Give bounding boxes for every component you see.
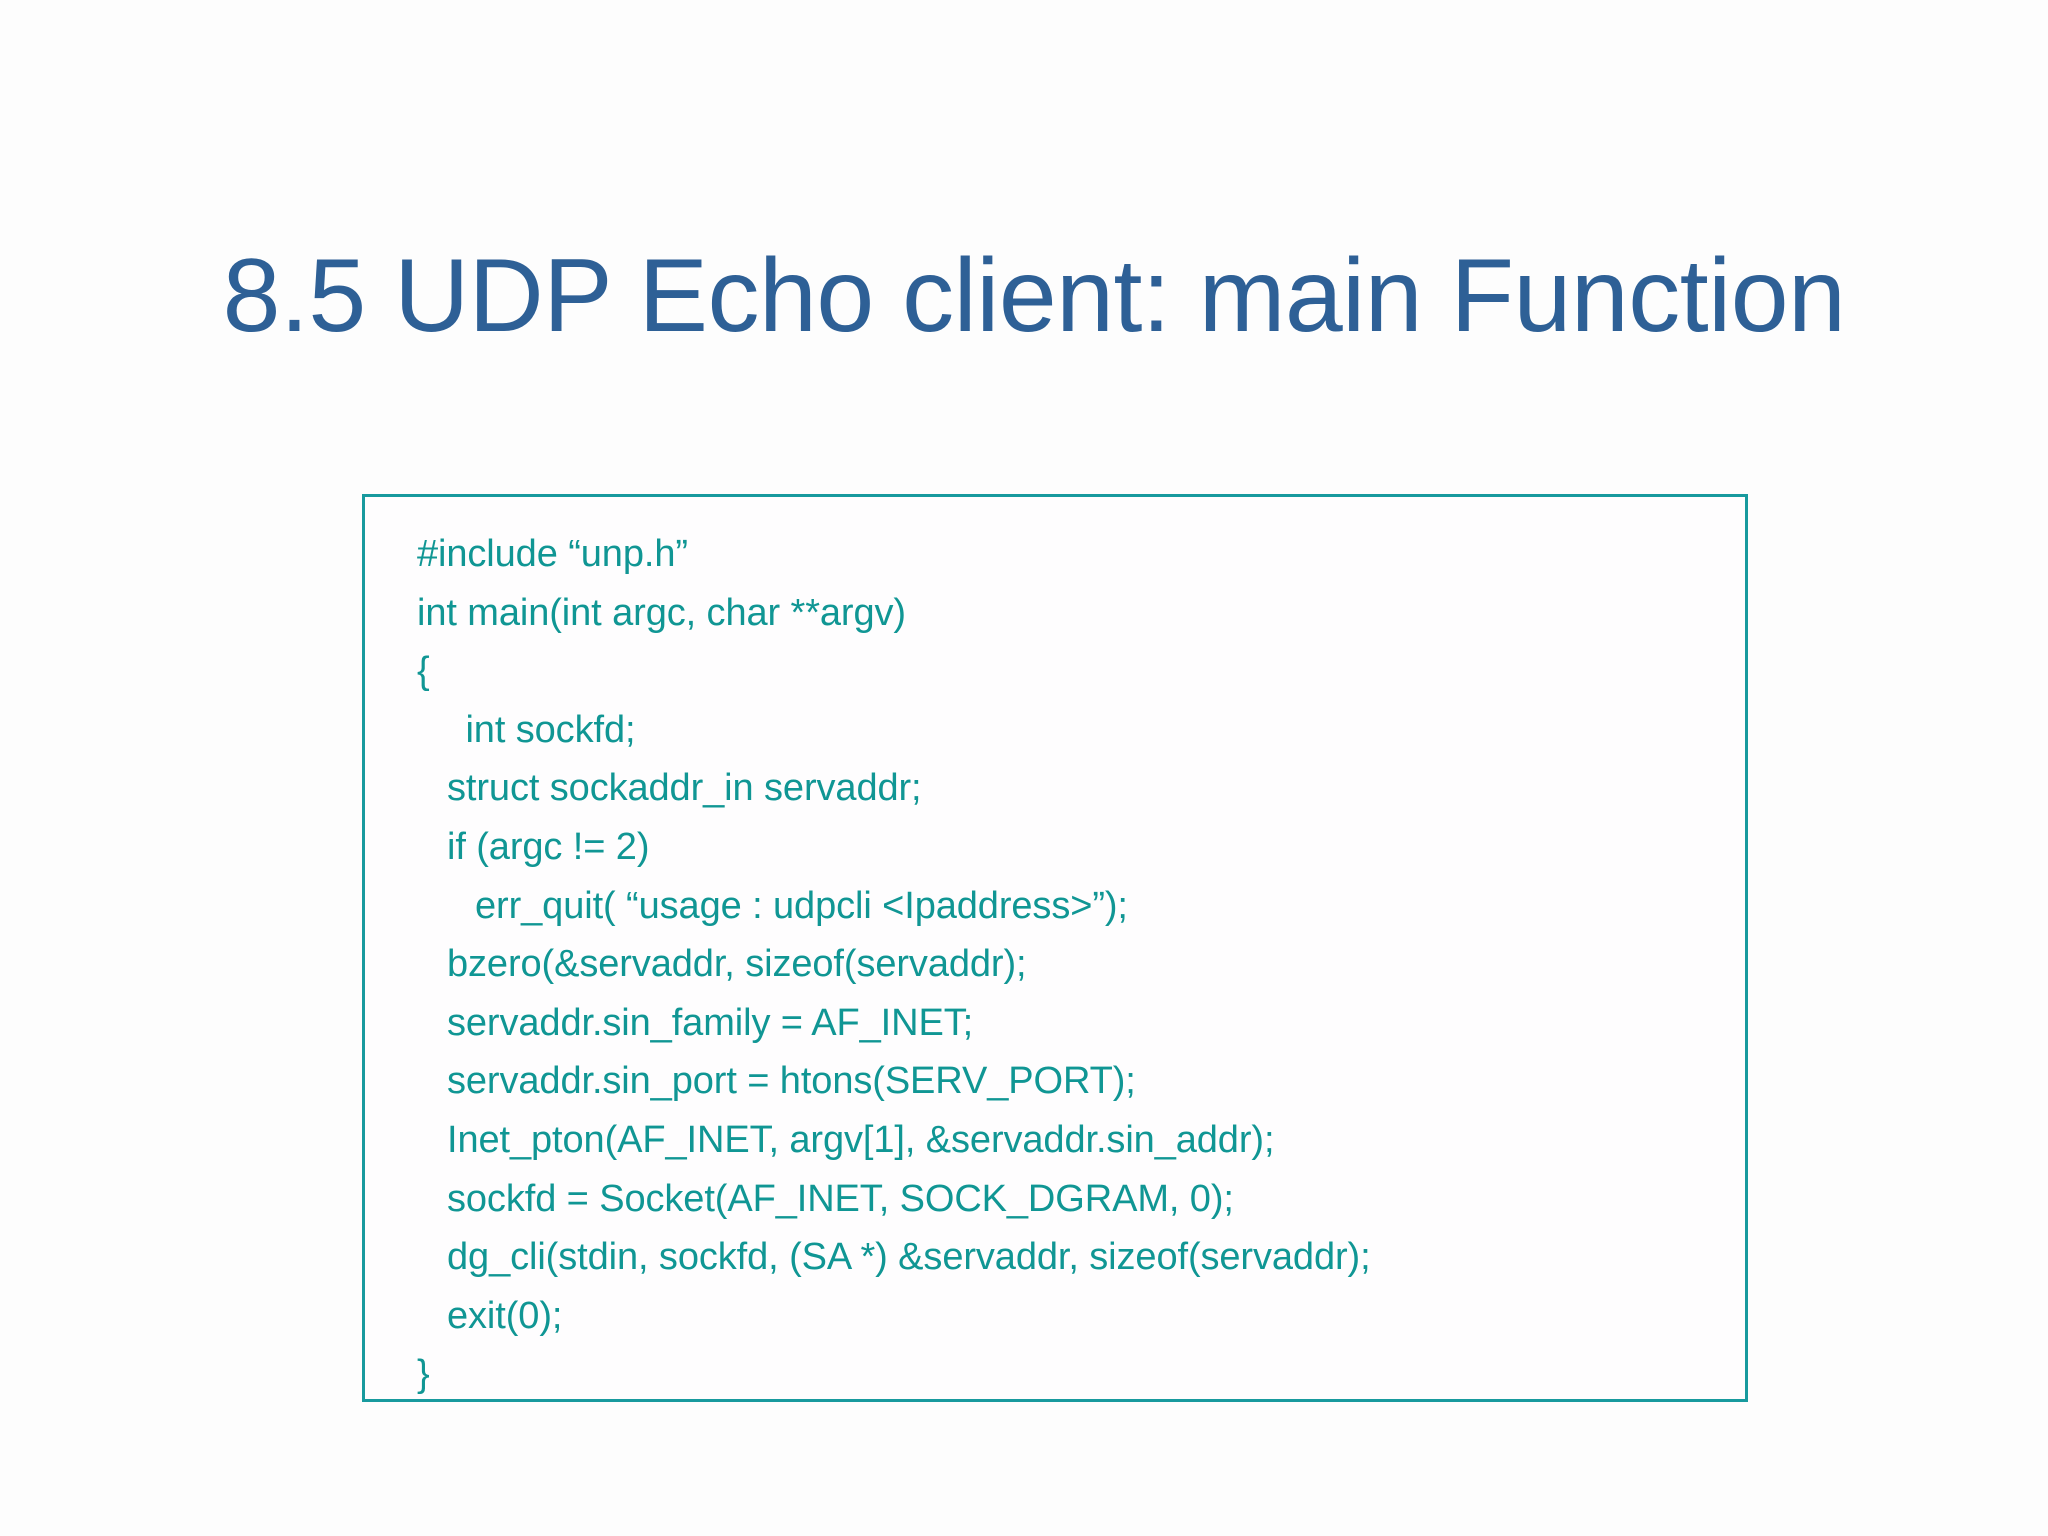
- code-line: err_quit( “usage : udpcli <Ipaddress>”);: [475, 884, 1128, 927]
- code-listing: #include “unp.h” int main(int argc, char …: [417, 525, 1735, 1404]
- code-line: {: [417, 650, 430, 693]
- code-line: struct sockaddr_in servaddr;: [447, 767, 922, 810]
- code-line: Inet_pton(AF_INET, argv[1], &servaddr.si…: [447, 1118, 1275, 1161]
- code-line: servaddr.sin_port = htons(SERV_PORT);: [447, 1060, 1136, 1103]
- code-line: }: [417, 1353, 430, 1396]
- code-line: sockfd = Socket(AF_INET, SOCK_DGRAM, 0);: [447, 1177, 1234, 1220]
- code-line: bzero(&servaddr, sizeof(servaddr);: [447, 943, 1027, 986]
- code-line: if (argc != 2): [447, 825, 650, 868]
- code-line: exit(0);: [447, 1294, 563, 1337]
- code-line: servaddr.sin_family = AF_INET;: [447, 1001, 974, 1044]
- code-listing-box: #include “unp.h” int main(int argc, char …: [362, 494, 1748, 1402]
- code-line: int sockfd;: [455, 708, 636, 751]
- code-line: int main(int argc, char **argv): [417, 591, 906, 634]
- page-title: 8.5 UDP Echo client: main Function: [222, 237, 1846, 354]
- code-line: #include “unp.h”: [417, 533, 688, 575]
- code-line: dg_cli(stdin, sockfd, (SA *) &servaddr, …: [447, 1236, 1371, 1279]
